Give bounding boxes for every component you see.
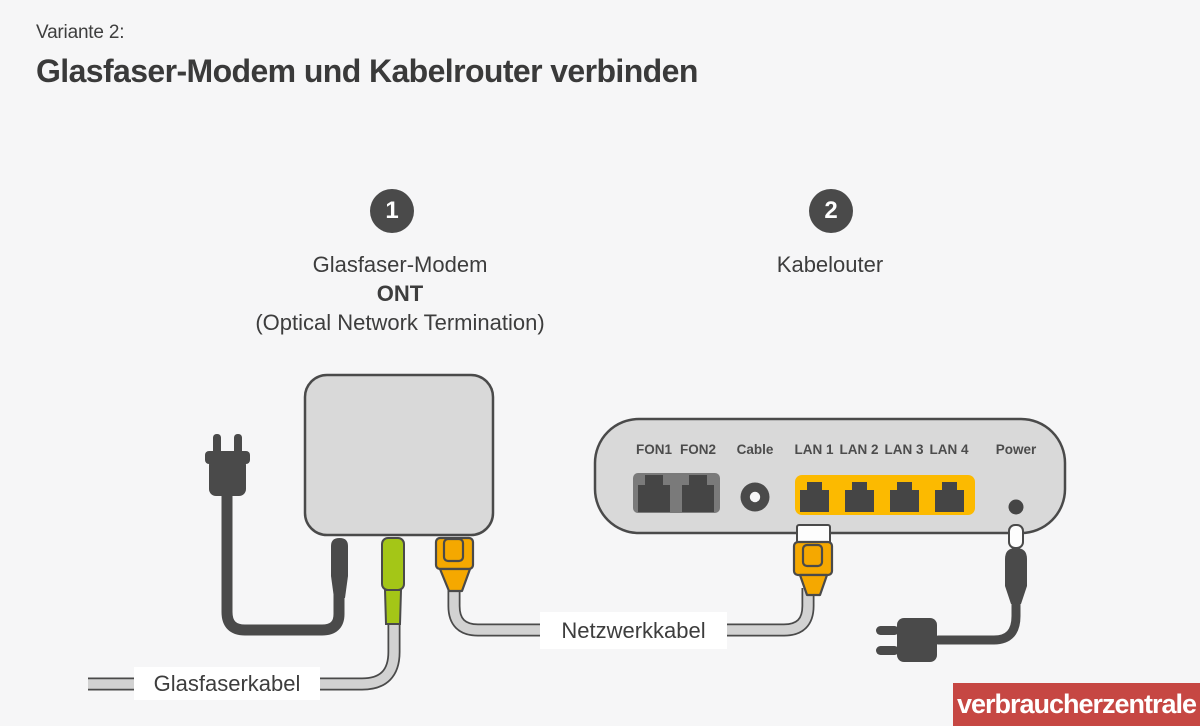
fon-ports [633, 473, 720, 513]
port-label-lan4: LAN 4 [929, 442, 969, 457]
fiber-cable [88, 618, 401, 691]
coax-port-icon [740, 482, 770, 512]
port-label-lan3: LAN 3 [884, 442, 924, 457]
modem-abbreviation: ONT [376, 281, 424, 306]
verbraucherzentrale-logo: verbraucherzentrale [953, 683, 1200, 726]
step-2-badge: 2 [809, 189, 853, 233]
port-label-lan2: LAN 2 [839, 442, 879, 457]
step-1-label: Glasfaser-Modem ONT (Optical Network Ter… [200, 250, 600, 337]
fiber-connector-icon [381, 537, 405, 625]
page-title: Glasfaser-Modem und Kabelrouter verbinde… [36, 53, 698, 89]
fiber-cable-label: Glasfaserkabel [134, 667, 320, 700]
network-cable-label: Netzwerkkabel [540, 612, 727, 649]
port-label-cable: Cable [736, 442, 774, 457]
step-2-label: Kabelouter [630, 250, 1030, 279]
network-plug-modem-icon [434, 536, 475, 593]
fiber-modem-device [303, 373, 495, 537]
variant-kicker: Variante 2: [36, 22, 125, 43]
modem-power-connector-icon [331, 538, 348, 598]
router-power-connector-icon [1005, 524, 1027, 604]
modem-power-cable [221, 488, 345, 636]
router-title: Kabelouter [776, 252, 884, 277]
port-label-fon1: FON1 [635, 442, 673, 457]
router-power-cord [933, 593, 1021, 645]
port-label-fon2: FON2 [679, 442, 717, 457]
step-1-badge: 1 [370, 189, 414, 233]
network-plug-router-icon [792, 524, 834, 597]
modem-subtitle: (Optical Network Termination) [255, 310, 545, 335]
port-label-power: Power [995, 442, 1037, 457]
power-plug-icon [205, 434, 250, 496]
power-port-icon [1008, 499, 1024, 515]
port-label-lan1: LAN 1 [794, 442, 834, 457]
modem-title: Glasfaser-Modem [312, 252, 488, 277]
router-power-plug-icon [876, 618, 937, 662]
lan-ports [795, 475, 975, 515]
